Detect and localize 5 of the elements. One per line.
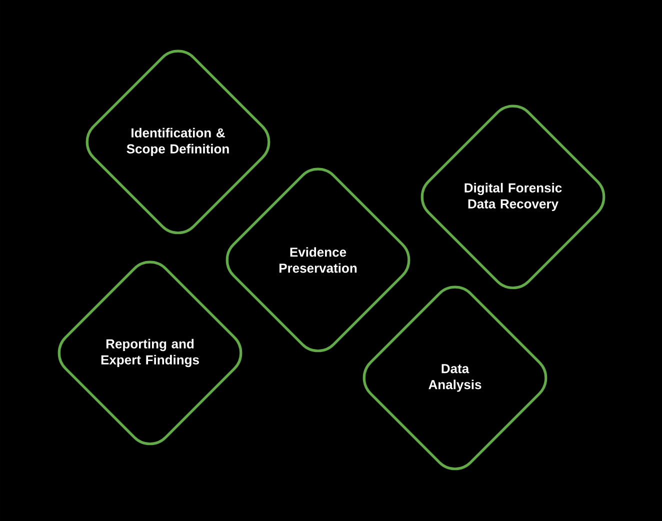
diamond-box: Data Analysis [360,282,550,474]
diamond-box: Digital Forensic Data Recovery [418,102,608,292]
diamond-box: Identification & Scope Definition [82,46,274,238]
diamond-box: Reporting and Expert Findings [54,258,246,448]
diamond-box: Evidence Preservation [222,164,414,356]
